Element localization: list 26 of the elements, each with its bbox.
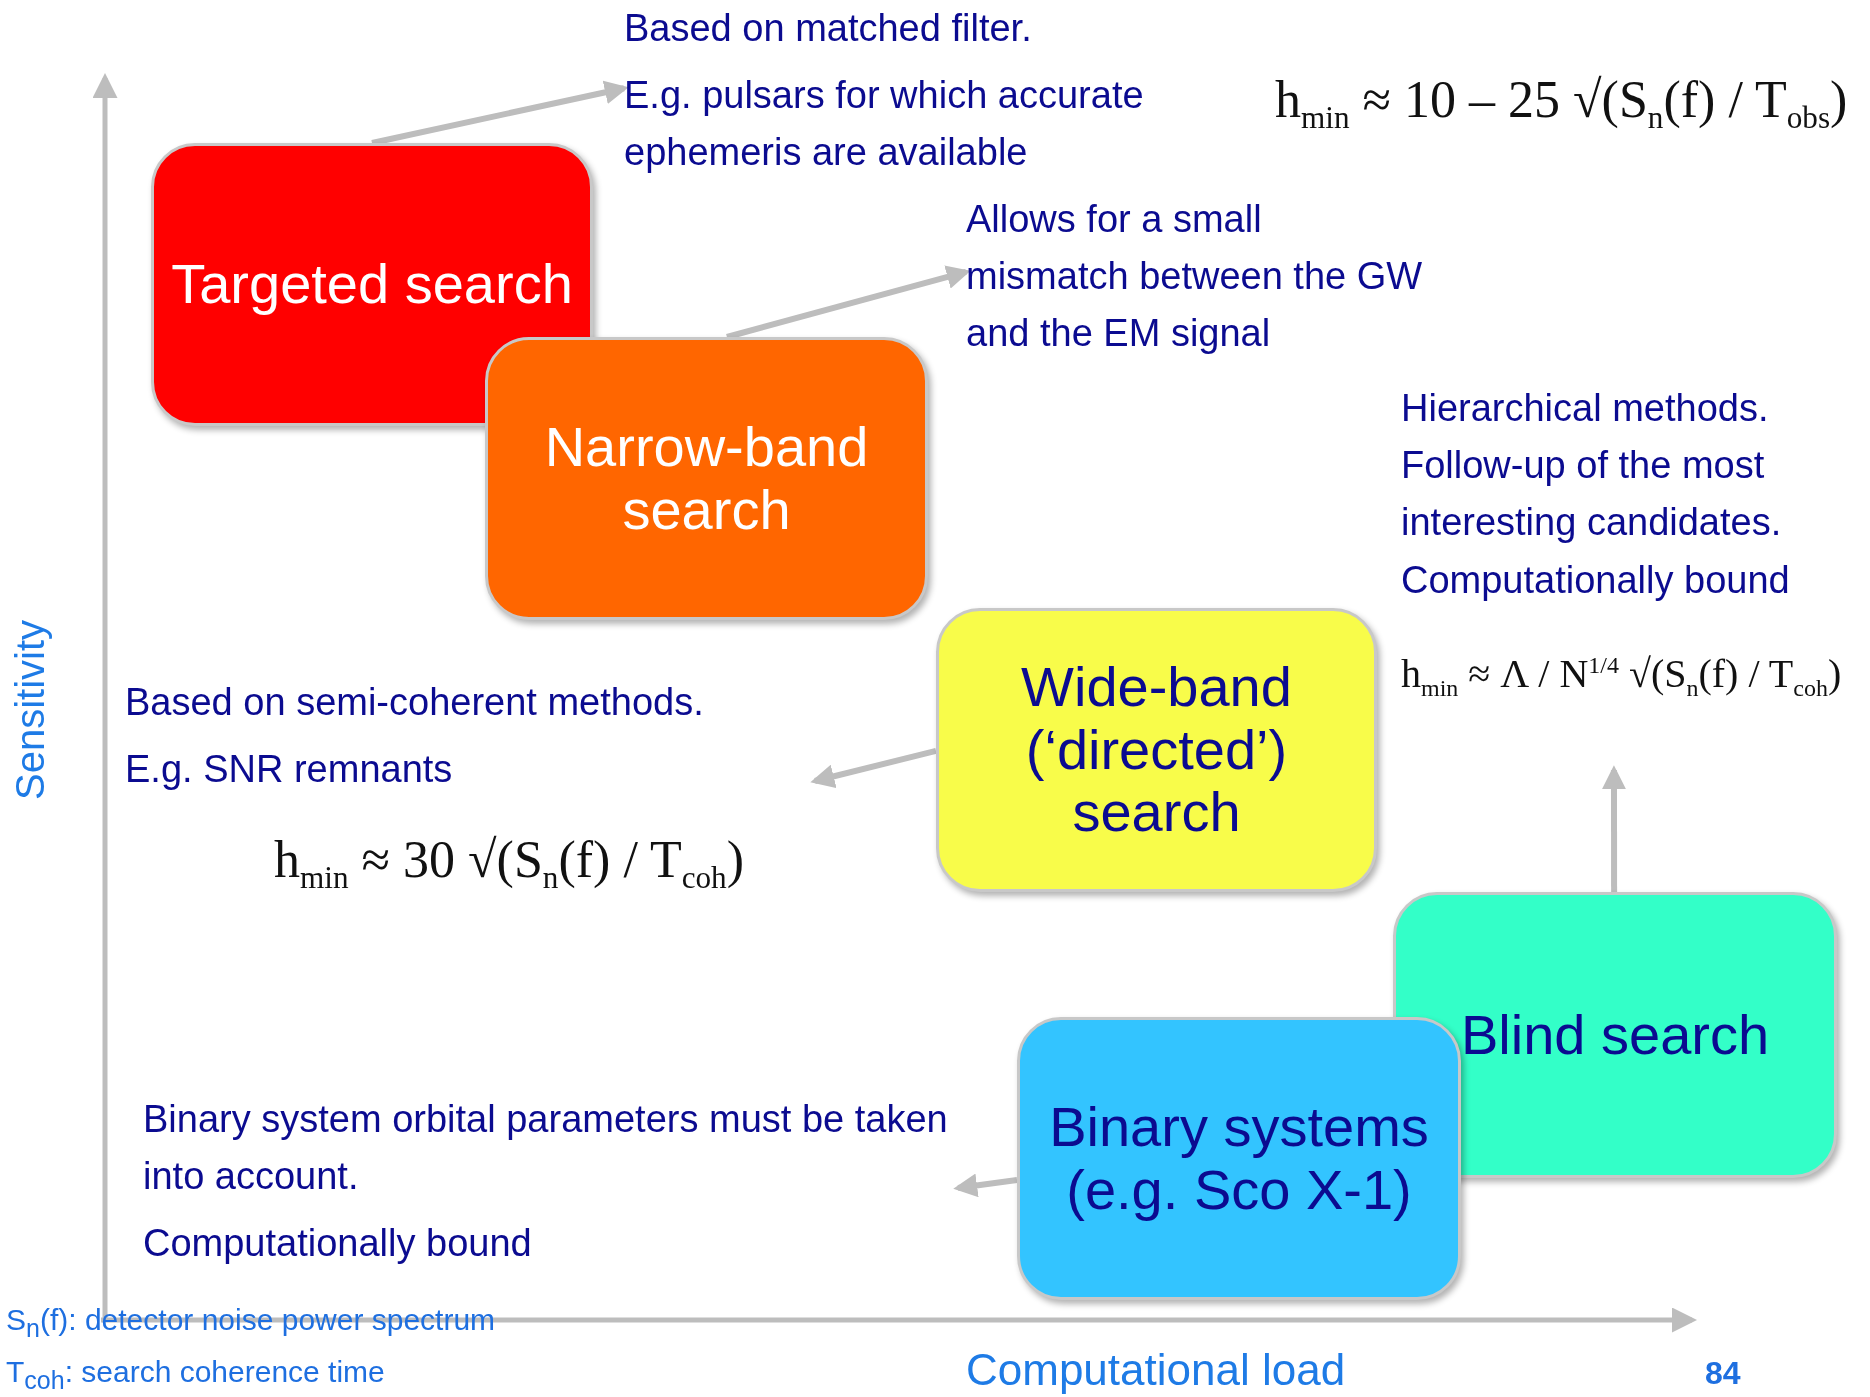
description-text: Binary system orbital parameters must be taken into account. [143,1097,949,1199]
formula: h$_{min}$ ≈ 30 √(S$_{n}$(f) / T$_{coh}$) [274,830,745,897]
page-number: 84 [1705,1355,1741,1392]
note-text: Hierarchical methods. [1401,386,1769,431]
box-label: Blind search [1460,1003,1770,1067]
box-label: Narrow-band search [543,415,870,542]
description-text: Based on matched filter. [624,6,1033,51]
note-text: Computationally bound [1401,558,1790,603]
note-text: Follow-up of the most interesting candidates. [1401,443,1783,545]
description-text: E.g. SNR remnants [125,747,454,792]
arrow [810,747,937,788]
box-label: Binary systems (e.g. Sco X-1) [1048,1095,1430,1222]
description-text: Computationally bound [143,1221,533,1266]
axis-label: Computational load [966,1345,1346,1395]
axis-label: Sensitivity [7,619,53,801]
formula: h$_{min}$ ≈ 10 – 25 √(S$_{n}$(f) / T$_{obs}$) [1275,70,1848,137]
description-text: Based on semi-coherent methods. [125,680,705,725]
footnote: S$_{n}$(f): detector noise power spectrum [6,1303,496,1343]
arrow [1602,765,1626,892]
footnote: T$_{coh}$: search coherence time [6,1355,385,1395]
formula: h$_{min}$ ≈ Λ / N$^{1/4}$ √(S$_{n}$(f) / T$_{coh}$) [1401,650,1842,702]
description-text: Allows for a small mismatch between the GW and the EM signal [966,197,1424,356]
arrow [953,1173,1018,1198]
box-label: Wide-band (‘directed’) search [1020,655,1293,845]
box-label: Targeted search [171,253,573,316]
description-text: E.g. pulsars for which accurate ephemeris are available [624,73,1145,175]
